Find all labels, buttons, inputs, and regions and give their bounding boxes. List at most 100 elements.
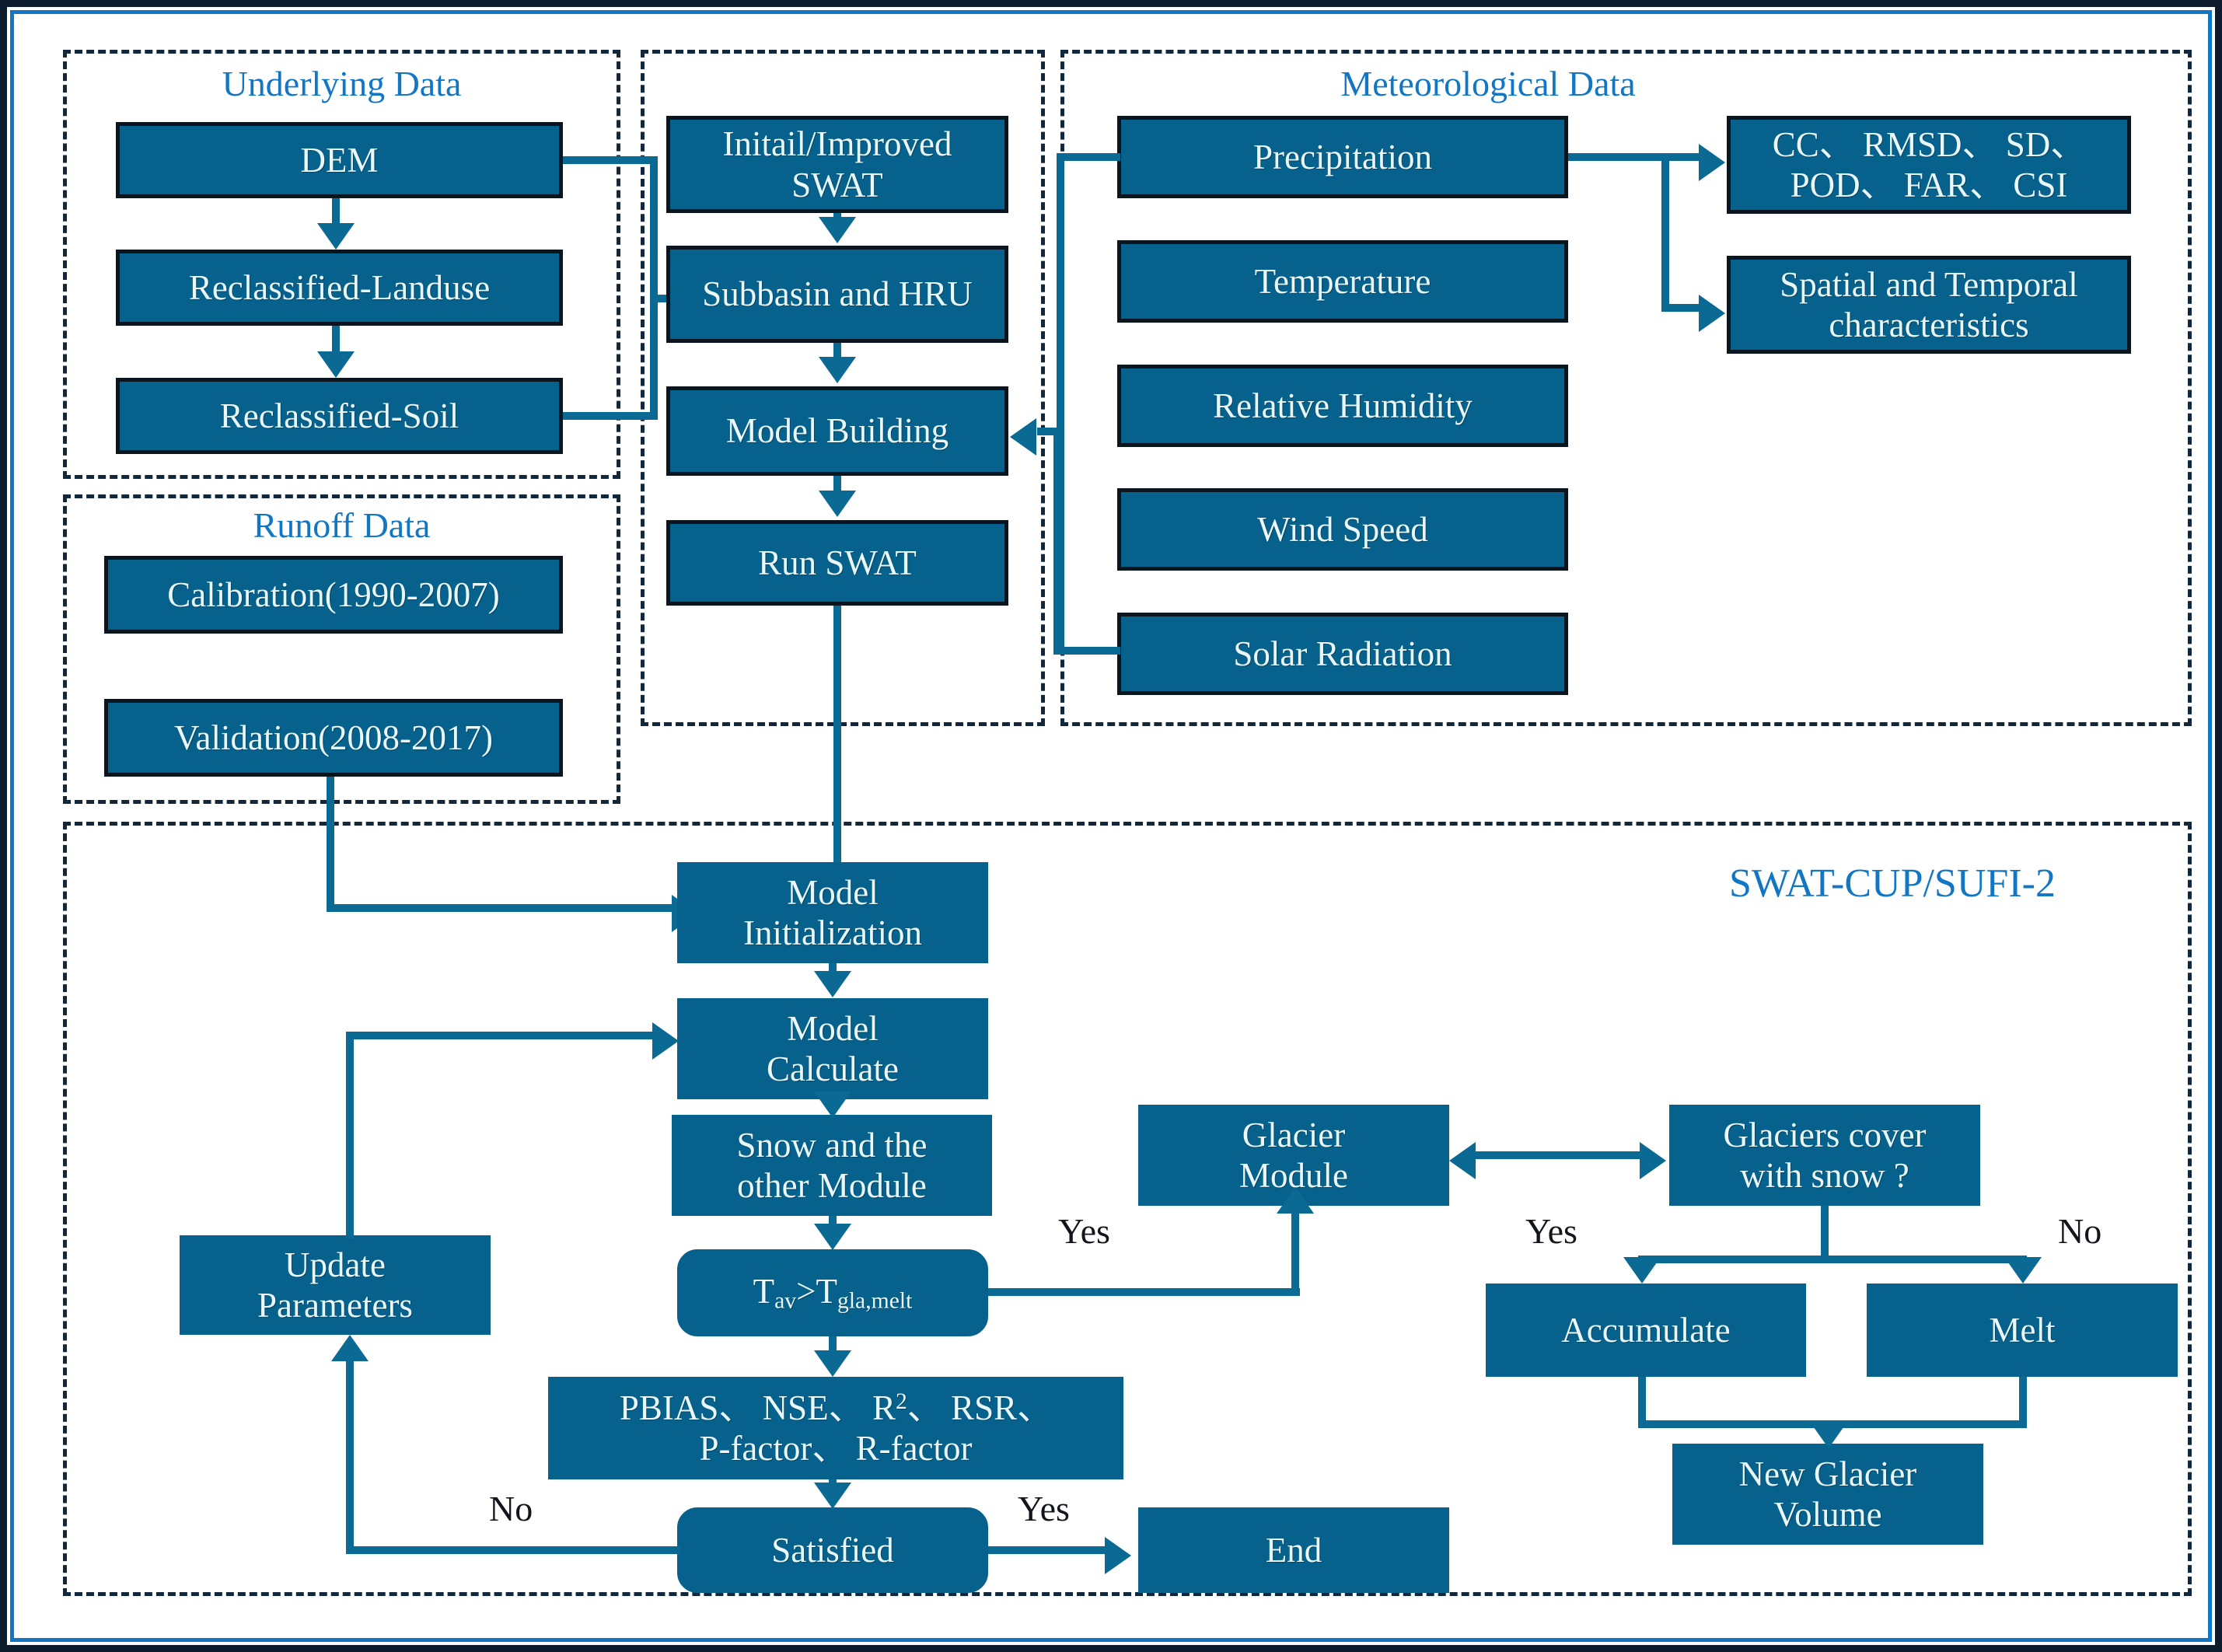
edge-label-no-melt: No <box>2058 1211 2102 1251</box>
connector-no-up-to-update <box>346 1360 354 1552</box>
group-title-swat-cup: SWAT-CUP/SUFI-2 <box>1729 861 2056 906</box>
edge-label-yes-satisfied: Yes <box>1018 1489 1070 1528</box>
connector-precip-branch-vertical <box>1661 153 1669 312</box>
box-calibration: Calibration(1990-2007) <box>104 556 563 634</box>
box-spatial-temporal-characteristics: Spatial and Temporal characteristics <box>1727 256 2131 354</box>
group-swat-cup <box>63 822 2192 1596</box>
connector-meteo-rail-bottom <box>1057 647 1120 655</box>
box-precipitation: Precipitation <box>1117 116 1568 198</box>
group-title-underlying-data: Underlying Data <box>222 64 462 103</box>
box-initail-improved-swat: Initail/Improved SWAT <box>666 116 1008 213</box>
box-run-swat-label: Run SWAT <box>758 543 917 582</box>
box-dem-label: DEM <box>300 140 379 180</box>
box-glaciers-cover-line2: with snow ? <box>1740 1156 1909 1195</box>
arrowhead-dem-to-landuse <box>317 223 355 250</box>
box-reclassified-landuse-label: Reclassified-Landuse <box>188 267 491 307</box>
connector-meteo-to-model-building-h <box>1037 428 1064 435</box>
box-glaciers-cover-line1: Glaciers cover <box>1723 1115 1927 1154</box>
arrowhead-meteo-to-model-building <box>1010 418 1036 456</box>
arrowhead-merge-to-volume <box>1810 1422 1847 1448</box>
connector-meteo-rail-top <box>1057 153 1120 161</box>
box-subbasin-and-hru-label: Subbasin and HRU <box>702 274 973 314</box>
connector-runoff-down <box>327 777 334 912</box>
arrowhead-calculate-to-snow <box>814 1091 851 1118</box>
box-reclassified-landuse: Reclassified-Landuse <box>116 250 563 326</box>
box-accumulate: Accumulate <box>1486 1284 1806 1377</box>
connector-soil-right <box>563 412 658 420</box>
box-satisfied: Satisfied <box>677 1507 988 1593</box>
group-underlying-data <box>63 50 620 479</box>
box-wind-speed-label: Wind Speed <box>1257 509 1428 549</box>
box-new-glacier-volume-line2: Volume <box>1773 1495 1882 1534</box>
connector-accumulate-down <box>1638 1377 1646 1428</box>
box-precipitation-metrics-line1: CC、 RMSD、 SD、 <box>1772 124 2086 164</box>
connector-satisfied-no-left <box>346 1546 680 1554</box>
box-new-glacier-volume: New Glacier Volume <box>1672 1444 1983 1545</box>
connector-glaciers-split-h <box>1638 1256 2027 1263</box>
box-reclassified-soil-label: Reclassified-Soil <box>219 396 459 435</box>
box-model-calculate-line1: Model <box>787 1008 879 1048</box>
arrowhead-init-to-calculate <box>814 971 851 997</box>
arrowhead-test-to-metrics <box>814 1350 851 1377</box>
box-model-building: Model Building <box>666 386 1008 476</box>
connector-precip-to-spatiotemporal <box>1661 304 1704 312</box>
box-spatial-temporal-line2: characteristics <box>1829 306 2029 344</box>
box-precipitation-metrics: CC、 RMSD、 SD、 POD、 FAR、 CSI <box>1727 116 2131 214</box>
box-temperature-test: Tav>Tgla,melt <box>677 1249 988 1336</box>
connector-landuse-to-soil <box>332 326 340 354</box>
connector-dem-right <box>563 156 658 164</box>
arrowhead-building-to-run <box>819 491 856 517</box>
arrowhead-test-yes-to-glacier <box>1277 1187 1314 1214</box>
box-update-parameters: Update Parameters <box>180 1235 491 1335</box>
box-satisfied-label: Satisfied <box>771 1530 894 1570</box>
group-runoff-data <box>63 494 620 804</box>
connector-init-to-calculate <box>829 963 837 973</box>
box-wind-speed: Wind Speed <box>1117 488 1568 571</box>
box-model-initialization-line1: Model <box>787 872 879 912</box>
box-precipitation-metrics-line2: POD、 FAR、 CSI <box>1790 166 2068 204</box>
box-update-parameters-line2: Parameters <box>257 1286 413 1325</box>
box-glacier-module-line1: Glacier <box>1242 1115 1346 1154</box>
connector-melt-down <box>2019 1377 2027 1428</box>
box-dem: DEM <box>116 122 563 198</box>
connector-runoff-right <box>327 904 676 912</box>
box-model-initialization-line2: Initialization <box>743 913 922 952</box>
box-temperature: Temperature <box>1117 240 1568 323</box>
arrowhead-metrics-to-satisfied <box>814 1483 851 1509</box>
box-solar-radiation: Solar Radiation <box>1117 613 1568 695</box>
connector-satisfied-to-end <box>988 1546 1109 1554</box>
arrowhead-to-glacier-module <box>1449 1142 1476 1179</box>
box-validation: Validation(2008-2017) <box>104 699 563 777</box>
arrowhead-snow-to-test <box>814 1224 851 1250</box>
arrowhead-to-glaciers-cover <box>1640 1142 1666 1179</box>
connector-subbasin-to-building <box>833 343 841 358</box>
box-accumulate-label: Accumulate <box>1561 1310 1731 1350</box>
connector-underlying-vertical <box>650 156 658 420</box>
connector-glacier-bidirectional <box>1475 1151 1644 1159</box>
connector-metrics-to-satisfied <box>829 1479 837 1484</box>
group-title-runoff-data: Runoff Data <box>253 505 431 545</box>
box-reclassified-soil: Reclassified-Soil <box>116 378 563 454</box>
connector-dem-to-landuse <box>332 198 340 226</box>
box-precipitation-label: Precipitation <box>1253 137 1432 176</box>
connector-precip-right <box>1568 153 1669 161</box>
box-melt: Melt <box>1867 1284 2178 1377</box>
box-new-glacier-volume-line1: New Glacier <box>1738 1454 1917 1493</box>
box-run-swat: Run SWAT <box>666 520 1008 606</box>
box-update-parameters-line1: Update <box>285 1245 386 1284</box>
box-snow-other-module-line1: Snow and the <box>736 1125 928 1165</box>
box-relative-humidity: Relative Humidity <box>1117 365 1568 447</box>
edge-label-no-satisfied: No <box>489 1489 533 1528</box>
connector-update-to-calculate <box>346 1032 657 1039</box>
connector-glacier-module-return-h <box>1138 1288 1300 1296</box>
box-spatial-temporal-line1: Spatial and Temporal <box>1780 264 2078 304</box>
box-end-label: End <box>1265 1530 1322 1570</box>
box-subbasin-and-hru: Subbasin and HRU <box>666 246 1008 343</box>
connector-test-yes-up <box>1291 1210 1299 1294</box>
arrowhead-landuse-to-soil <box>317 351 355 378</box>
box-melt-label: Melt <box>1989 1310 2056 1350</box>
box-glaciers-cover-with-snow: Glaciers cover with snow ? <box>1669 1105 1980 1206</box>
box-model-building-label: Model Building <box>725 411 949 451</box>
box-temperature-test-label: Tav>Tgla,melt <box>753 1272 913 1314</box>
box-end: End <box>1138 1507 1449 1593</box>
